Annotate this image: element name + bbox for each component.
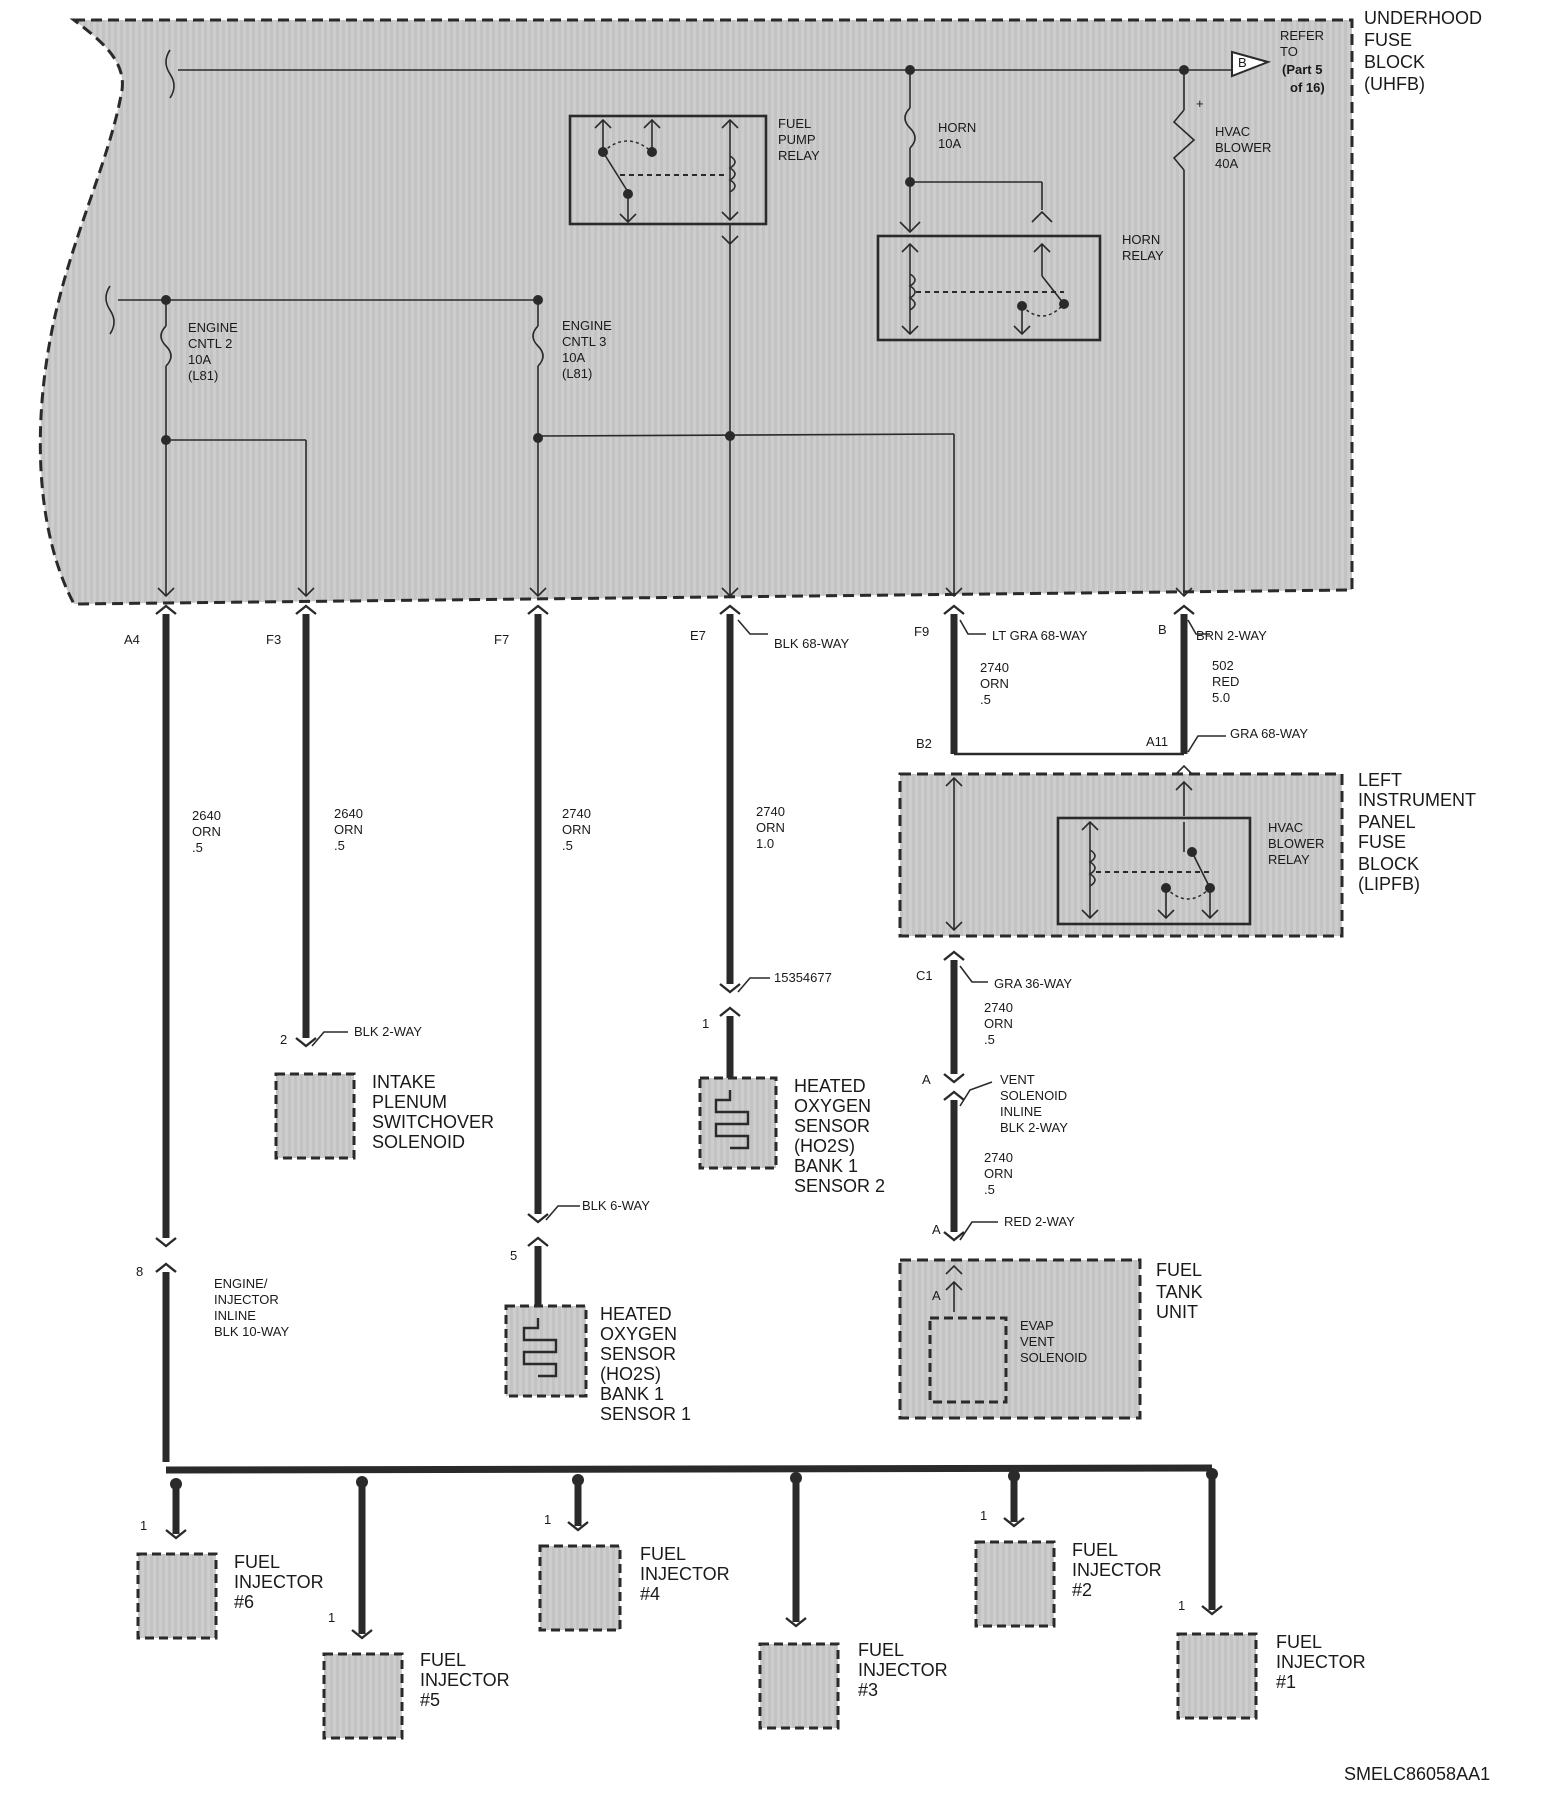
horn-relay-box bbox=[876, 234, 1102, 342]
wire-c1: 2740 ORN .5 bbox=[984, 1000, 1017, 1047]
terminal-a4: A4 bbox=[124, 632, 140, 647]
horn-circuit: HORN 10A HORN RELAY bbox=[876, 65, 1164, 342]
underhood-fuse-block: UNDERHOOD FUSE BLOCK (UHFB) bbox=[38, 8, 1487, 606]
injector-1-pin: 1 bbox=[1178, 1598, 1185, 1613]
horn-relay-label: HORN RELAY bbox=[1122, 232, 1164, 263]
fuel-injector-5: 1 FUEL INJECTOR #5 bbox=[322, 1482, 515, 1740]
hvac-fuse-label: HVAC BLOWER 40A bbox=[1215, 124, 1275, 171]
fuel-injector-1: 1 FUEL INJECTOR #1 bbox=[1176, 1474, 1371, 1720]
wire-a4: 2640 ORN .5 bbox=[192, 808, 225, 855]
injector-4-pin: 1 bbox=[544, 1512, 551, 1527]
refer-part: (Part 5 of 16) bbox=[1282, 62, 1326, 95]
ho2s-b1s2-label: HEATED OXYGEN SENSOR (HO2S) BANK 1 SENSO… bbox=[794, 1076, 885, 1196]
injector-2-label: FUEL INJECTOR #2 bbox=[1072, 1540, 1167, 1600]
wires: 2640 ORN .5 2640 ORN .5 2740 ORN .5 2740… bbox=[155, 604, 1243, 1238]
vent-inline-pin: A bbox=[922, 1072, 931, 1087]
fuel-pump-relay-label: FUEL PUMP RELAY bbox=[778, 116, 820, 163]
injector-6-label: FUEL INJECTOR #6 bbox=[234, 1552, 329, 1612]
engine-cntl3-label: ENGINE CNTL 3 10A (L81) bbox=[562, 318, 615, 381]
terminal-f3: F3 bbox=[266, 632, 281, 647]
terminal-c1: C1 bbox=[916, 968, 933, 983]
hvac-blower-fuse: + HVAC BLOWER 40A bbox=[1172, 65, 1275, 596]
ho2s-b1s1-pin: 5 bbox=[510, 1248, 517, 1263]
vent-solenoid-circuit: C1 GRA 36-WAY 2740 ORN .5 A VENT SOLENOI… bbox=[898, 950, 1208, 1420]
hvac-relay-label: HVAC BLOWER RELAY bbox=[1268, 820, 1328, 867]
terminal-b2: B2 bbox=[916, 736, 932, 751]
evap-vent-solenoid-box bbox=[928, 1316, 1008, 1404]
uhfb-label: UNDERHOOD FUSE BLOCK (UHFB) bbox=[1364, 8, 1487, 94]
engine-injector-inline: 8 ENGINE/ INJECTOR INLINE BLK 10-WAY bbox=[136, 1237, 289, 1462]
fuel-injector-6: 1 FUEL INJECTOR #6 bbox=[136, 1484, 329, 1640]
vent-inline-label: VENT SOLENOID INLINE BLK 2-WAY bbox=[1000, 1072, 1071, 1135]
injector-4-label: FUEL INJECTOR #4 bbox=[640, 1544, 735, 1604]
fuel-injector-4: 1 FUEL INJECTOR #4 bbox=[538, 1480, 735, 1632]
engine-inline-label: ENGINE/ INJECTOR INLINE BLK 10-WAY bbox=[214, 1276, 289, 1339]
injector-5-label: FUEL INJECTOR #5 bbox=[420, 1650, 515, 1710]
fuel-tank-pin: A bbox=[932, 1288, 941, 1303]
engine-cntl-bus: ENGINE CNTL 2 10A (L81) ENGINE CNTL 3 10… bbox=[105, 285, 1193, 598]
terminal-e7: E7 bbox=[690, 628, 706, 643]
fuel-pump-relay: FUEL PUMP RELAY bbox=[568, 114, 820, 596]
plenum-solenoid: 2 BLK 2-WAY INTAKE PLENUM SWITCHOVER SOL… bbox=[274, 1024, 499, 1160]
engine-inline-pin: 8 bbox=[136, 1264, 143, 1279]
hvac-relay-box bbox=[1056, 816, 1252, 926]
injector-6-pin: 1 bbox=[140, 1518, 147, 1533]
refer-letter: B bbox=[1238, 55, 1247, 70]
ho2s-b1s1-connector: BLK 6-WAY bbox=[582, 1198, 650, 1213]
ho2s-b1s2-pin: 1 bbox=[702, 1016, 709, 1031]
horn-fuse-label: HORN 10A bbox=[938, 120, 980, 151]
terminal-f9: F9 bbox=[914, 624, 929, 639]
terminal-a11: A11 bbox=[1146, 734, 1168, 749]
b-connector: BRN 2-WAY bbox=[1196, 628, 1267, 643]
injector-3-label: FUEL INJECTOR #3 bbox=[858, 1640, 953, 1700]
diagram-code: SMELC86058AA1 bbox=[1344, 1764, 1490, 1784]
injector-2-pin: 1 bbox=[980, 1508, 987, 1523]
red-conn-pin: A bbox=[932, 1222, 941, 1237]
injector-5-pin: 1 bbox=[328, 1610, 335, 1625]
red-conn-label: RED 2-WAY bbox=[1004, 1214, 1075, 1229]
wire-b: 502 RED 5.0 bbox=[1212, 658, 1243, 705]
a11-connector: GRA 68-WAY bbox=[1230, 726, 1308, 741]
fuel-tank-label: FUEL TANK UNIT bbox=[1156, 1260, 1208, 1322]
injector-bus bbox=[165, 1464, 1218, 1490]
ho2s-bank1-sensor1: 5 BLK 6-WAY HEATED OXYGEN SENSOR (HO2S) … bbox=[504, 1198, 691, 1424]
plenum-connector: BLK 2-WAY bbox=[354, 1024, 422, 1039]
fuel-injector-3: 1 FUEL INJECTOR #3 bbox=[758, 1478, 953, 1730]
ho2s-b1s2-connector: 15354677 bbox=[774, 970, 832, 985]
ho2s-b1s1-label: HEATED OXYGEN SENSOR (HO2S) BANK 1 SENSO… bbox=[600, 1304, 691, 1424]
terminal-f7: F7 bbox=[494, 632, 509, 647]
plenum-label: INTAKE PLENUM SWITCHOVER SOLENOID bbox=[372, 1072, 499, 1152]
wire-f7: 2740 ORN .5 bbox=[562, 806, 595, 853]
ho2s-bank1-sensor2: 1 15354677 HEATED OXYGEN SENSOR (HO2S) B… bbox=[698, 970, 885, 1196]
injector-1-label: FUEL INJECTOR #1 bbox=[1276, 1632, 1371, 1692]
e7-connector: BLK 68-WAY bbox=[774, 636, 849, 651]
wire-f3: 2640 ORN .5 bbox=[334, 806, 367, 853]
terminal-b: B bbox=[1158, 622, 1167, 637]
refer-label: REFER TO bbox=[1280, 28, 1328, 59]
wire-f9: 2740 ORN .5 bbox=[980, 660, 1013, 707]
evap-label: EVAP VENT SOLENOID bbox=[1020, 1318, 1087, 1365]
left-ip-fuse-block: B2 A11 GRA 68-WAY LEFT INSTRUMENT PANEL … bbox=[898, 726, 1481, 938]
f9-connector: LT GRA 68-WAY bbox=[992, 628, 1088, 643]
fuel-injector-2: 1 FUEL INJECTOR #2 bbox=[974, 1476, 1167, 1628]
lipfb-label: LEFT INSTRUMENT PANEL FUSE BLOCK (LIPFB) bbox=[1358, 770, 1481, 894]
fuel-tank-unit-box bbox=[898, 1258, 1142, 1420]
svg-text:+: + bbox=[1196, 96, 1204, 111]
engine-cntl2-label: ENGINE CNTL 2 10A (L81) bbox=[188, 320, 241, 383]
plenum-pin: 2 bbox=[280, 1032, 287, 1047]
top-bus: B REFER TO (Part 5 of 16) bbox=[165, 28, 1328, 99]
uhfb-terminals: A4 F3 F7 E7 BLK 68-WAY F9 LT GRA 68-WAY … bbox=[124, 619, 1267, 651]
c1-connector: GRA 36-WAY bbox=[994, 976, 1072, 991]
wire-vent: 2740 ORN .5 bbox=[984, 1150, 1017, 1197]
wire-e7: 2740 ORN 1.0 bbox=[756, 804, 789, 851]
